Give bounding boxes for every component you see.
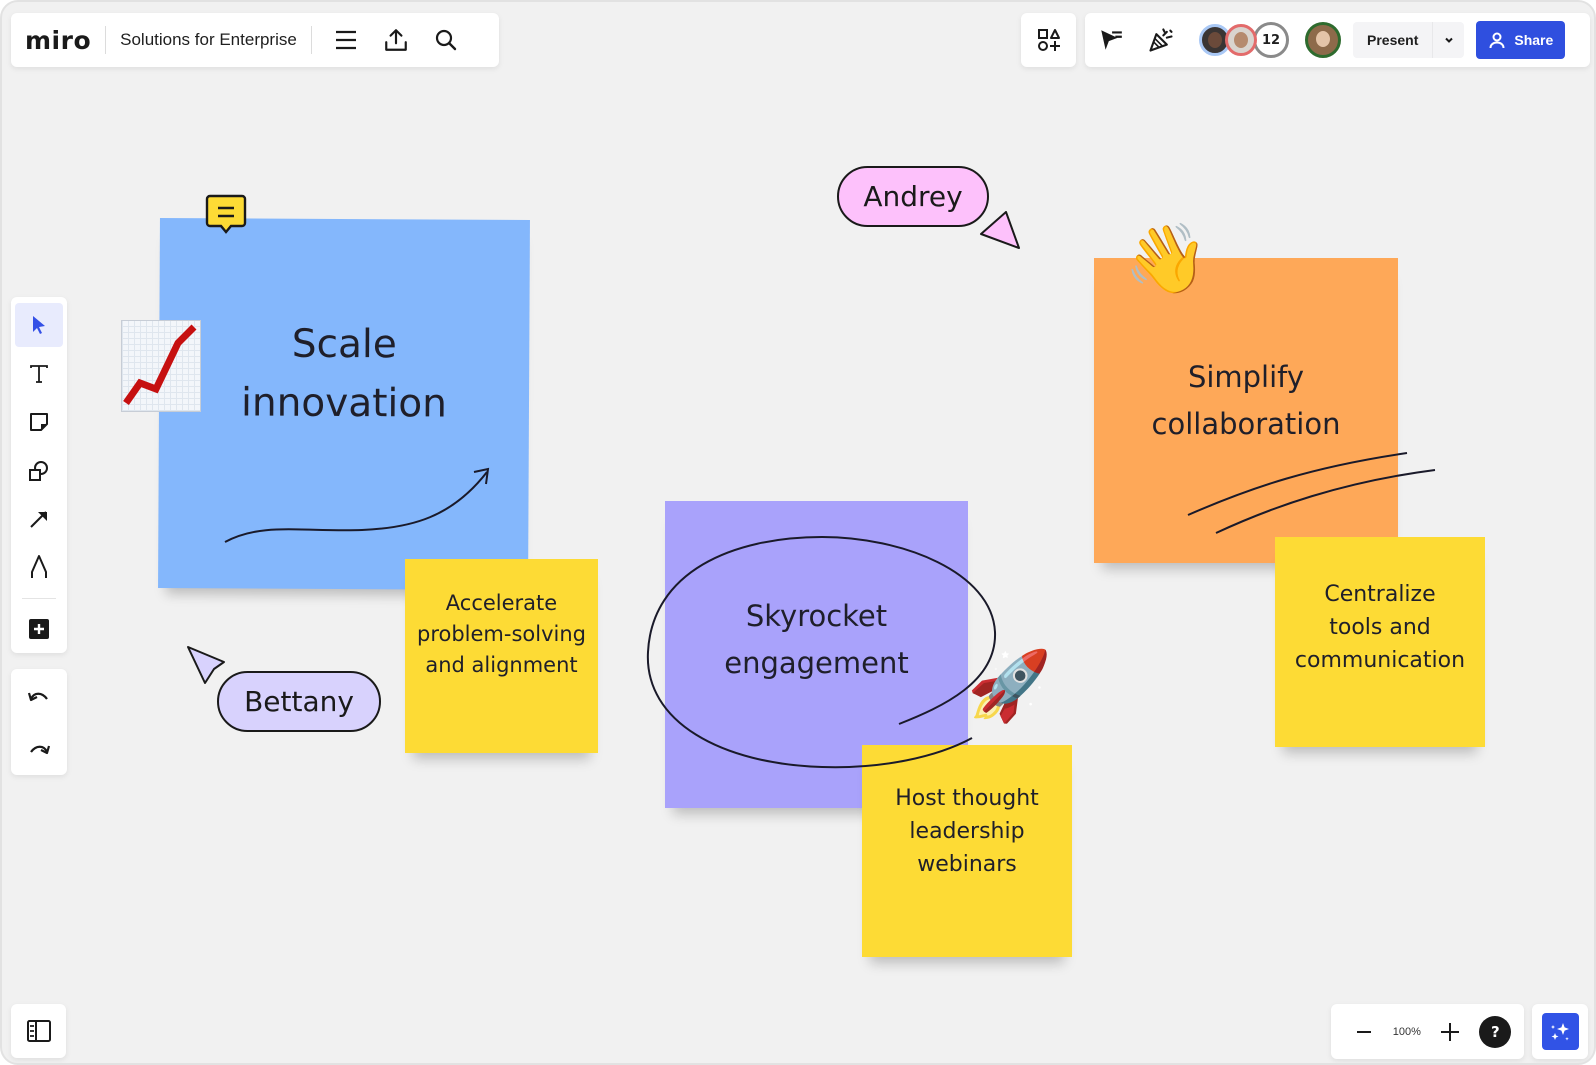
toolbar-divider <box>22 597 56 599</box>
zoom-controls: 100% ? <box>1331 1004 1524 1059</box>
sticky-text-line: webinars <box>917 851 1017 877</box>
andrey-cursor-icon <box>980 211 1020 249</box>
sticky-text-line: Skyrocket <box>745 598 888 633</box>
cursor-name: Bettany <box>244 685 354 718</box>
shapes-grid-icon <box>1037 29 1060 51</box>
trend-up-icon <box>123 324 197 406</box>
tool-more-apps[interactable] <box>15 607 63 651</box>
sticky-note-scale-innovation[interactable]: Scale innovation <box>158 218 530 590</box>
upload-icon <box>384 29 407 51</box>
rocket-emoji[interactable]: 🚀 <box>967 647 1052 726</box>
ai-assistant-button[interactable] <box>1541 1013 1579 1050</box>
tool-connection-line[interactable] <box>15 497 63 541</box>
shapes-library-button[interactable] <box>1021 13 1076 67</box>
sticky-text-line: Scale <box>291 321 397 368</box>
collaborators: 12 <box>1199 22 1341 58</box>
avatar[interactable] <box>1225 24 1257 56</box>
divider <box>310 26 312 54</box>
shapes-icon <box>29 460 48 481</box>
present-control: Present <box>1353 22 1465 58</box>
search-icon <box>435 29 457 51</box>
present-dropdown[interactable] <box>1432 22 1464 58</box>
cursor-arrow-icon <box>33 316 45 335</box>
minus-icon <box>1356 1030 1371 1033</box>
tool-select[interactable] <box>15 303 63 348</box>
zoom-level[interactable]: 100% <box>1392 1025 1421 1038</box>
sticky-note-simplify[interactable]: Simplify collaboration <box>1094 258 1398 563</box>
tool-text[interactable] <box>15 351 63 395</box>
tool-shapes[interactable] <box>15 448 63 492</box>
hamburger-menu-icon <box>335 30 356 50</box>
share-button[interactable]: Share <box>1476 21 1566 59</box>
sticky-note-centralize[interactable]: Centralize tools and communication <box>1275 537 1485 747</box>
miro-logo[interactable]: miro <box>25 25 92 55</box>
user-icon <box>1489 32 1505 49</box>
sticky-note-host-webinars[interactable]: Host thought leadership webinars <box>862 745 1072 957</box>
sticky-note-icon <box>30 413 48 432</box>
sticky-text-line: engagement <box>724 645 909 680</box>
bettany-cursor-icon <box>187 646 225 684</box>
chart-emoji[interactable] <box>121 320 201 412</box>
cursor-name: Andrey <box>863 180 963 213</box>
sticky-text-line: Accelerate <box>445 590 558 615</box>
sticky-text-line: problem-solving <box>417 621 586 646</box>
reactions-button[interactable] <box>1141 20 1181 60</box>
zoom-in-button[interactable] <box>1430 1012 1470 1052</box>
cursor-follow-icon <box>1101 30 1122 50</box>
comment-icon[interactable] <box>204 194 248 240</box>
collaborator-count[interactable]: 12 <box>1253 22 1289 58</box>
sidebar-panel-icon <box>26 1020 51 1042</box>
pen-icon <box>31 555 47 579</box>
avatar[interactable] <box>1305 22 1341 58</box>
menu-button[interactable] <box>326 20 366 60</box>
toggle-sidebar-button[interactable] <box>11 1004 66 1058</box>
sparkles-icon <box>1551 1022 1569 1040</box>
cursor-label-bettany: Bettany <box>217 671 381 732</box>
history-toolbar <box>11 669 67 775</box>
undo-button[interactable] <box>15 673 63 719</box>
sticky-text-line: tools and <box>1329 614 1431 640</box>
divider <box>105 26 107 54</box>
chevron-down-icon <box>1445 37 1453 43</box>
sticky-note-accelerate[interactable]: Accelerate problem-solving and alignment <box>405 559 598 753</box>
top-left-toolbar: miro Solutions for Enterprise <box>11 13 499 67</box>
search-button[interactable] <box>426 20 466 60</box>
undo-icon <box>27 692 48 701</box>
share-label: Share <box>1514 32 1554 48</box>
plus-icon <box>1441 1022 1460 1041</box>
sticky-text-line: Centralize <box>1324 581 1436 607</box>
ai-assistant-panel <box>1532 1004 1588 1059</box>
wave-emoji[interactable]: 👋 <box>1124 220 1209 299</box>
cursor-label-andrey: Andrey <box>837 166 989 227</box>
sticky-text-line: innovation <box>240 380 448 427</box>
help-button[interactable]: ? <box>1479 1015 1512 1048</box>
follow-cursor-button[interactable] <box>1091 20 1131 60</box>
sticky-text-line: and alignment <box>425 652 578 677</box>
text-icon <box>30 364 48 383</box>
zoom-out-button[interactable] <box>1344 1012 1384 1052</box>
redo-icon <box>30 745 51 754</box>
sticky-text-line: communication <box>1294 647 1466 673</box>
sticky-text-line: Host thought <box>895 785 1039 811</box>
redo-button[interactable] <box>15 726 63 772</box>
top-right-toolbar: 12 Present Share <box>1085 13 1590 67</box>
sticky-text-line: leadership <box>909 818 1025 844</box>
tool-sticky-note[interactable] <box>15 400 63 444</box>
party-popper-icon <box>1149 28 1173 52</box>
plus-square-icon <box>29 618 49 639</box>
arrow-line-icon <box>30 511 47 528</box>
board-title[interactable]: Solutions for Enterprise <box>120 30 297 49</box>
export-button[interactable] <box>376 20 416 60</box>
sticky-text-line: collaboration <box>1151 406 1341 441</box>
sticky-text-line: Simplify <box>1187 359 1305 394</box>
present-button[interactable]: Present <box>1367 32 1419 48</box>
tool-pen[interactable] <box>15 545 63 589</box>
creation-toolbar <box>11 297 67 653</box>
